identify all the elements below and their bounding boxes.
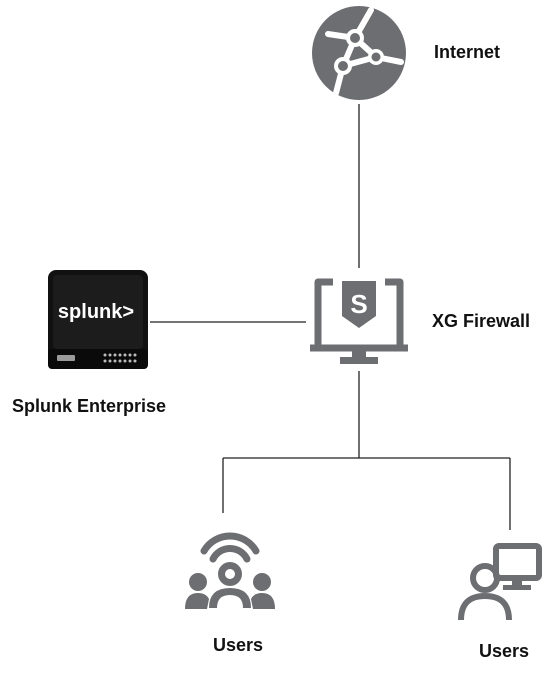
splunk-logo: splunk> bbox=[58, 301, 134, 323]
connectors bbox=[150, 104, 511, 530]
user-center-figure bbox=[185, 562, 275, 609]
monitor-shield-icon: S bbox=[310, 278, 408, 364]
users-desktop-label: Users bbox=[479, 641, 530, 661]
firewall-badge: S bbox=[350, 289, 367, 319]
splunk-label: Splunk Enterprise bbox=[12, 396, 167, 416]
server-appliance-icon: splunk> bbox=[48, 270, 148, 369]
globe-network-icon bbox=[312, 6, 406, 100]
firewall-label: XG Firewall bbox=[432, 311, 531, 331]
splunk-brand-text: splunk> bbox=[58, 301, 134, 323]
users-wifi-label: Users bbox=[213, 635, 264, 655]
desktop-user-icon bbox=[458, 543, 542, 621]
wifi-users-group-icon bbox=[200, 532, 260, 563]
internet-label: Internet bbox=[434, 42, 501, 62]
